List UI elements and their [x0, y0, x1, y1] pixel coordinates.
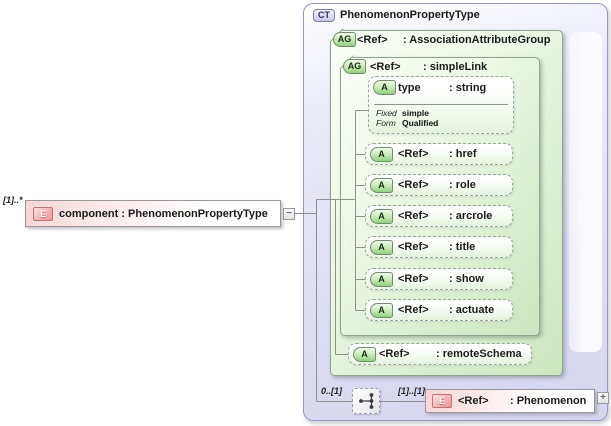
attribute-ref: <Ref>	[398, 179, 429, 191]
facet-separator	[374, 104, 508, 105]
attribute-name: : actuate	[449, 304, 495, 316]
expand-button[interactable]: +	[597, 392, 609, 404]
attribute-row-href[interactable]: A <Ref> : href	[365, 143, 513, 165]
occurrence-label: [1]..[1]	[398, 386, 425, 396]
element-box-component[interactable]: E component : PhenomenonPropertyType	[25, 200, 281, 227]
facet-value: simple	[402, 108, 429, 118]
attribute-badge: A	[370, 272, 393, 287]
attribute-name: : href	[449, 148, 477, 160]
attribute-name: : show	[449, 273, 484, 285]
attribute-ref: <Ref>	[379, 348, 410, 360]
attribute-badge: A	[370, 147, 393, 162]
attribute-row-show[interactable]: A <Ref> : show	[365, 268, 513, 290]
association-group-name: : AssociationAttributeGroup	[403, 34, 551, 46]
attribute-name: : remoteSchema	[436, 348, 522, 360]
attribute-name: : role	[449, 179, 476, 191]
attribute-name: : title	[449, 241, 476, 253]
facet-label: Form	[376, 118, 396, 128]
element-badge: E	[432, 394, 452, 408]
occurrence-label: [1]..*	[3, 195, 23, 205]
attribute-badge: A	[370, 240, 393, 255]
attribute-ref: <Ref>	[398, 273, 429, 285]
attribute-group-badge: AG	[333, 32, 356, 47]
attribute-ref: <Ref>	[398, 148, 429, 160]
element-badge: E	[33, 207, 53, 221]
complex-type-badge: CT	[313, 9, 335, 22]
facet-value: Qualified	[402, 118, 439, 128]
facet-label: Fixed	[376, 108, 397, 118]
attribute-row-title[interactable]: A <Ref> : title	[365, 236, 513, 258]
attribute-ref: <Ref>	[398, 210, 429, 222]
right-panel	[569, 32, 602, 352]
simple-link-ref: <Ref>	[370, 61, 401, 73]
collapse-button[interactable]: −	[283, 208, 295, 220]
attribute-badge: A	[370, 303, 393, 318]
attribute-type: : string	[449, 82, 487, 94]
occurrence-label: 0..[1]	[321, 386, 343, 396]
element-box-phenomenon[interactable]: E <Ref> : Phenomenon	[425, 389, 595, 413]
element-name: : Phenomenon	[510, 395, 587, 407]
attribute-name: type	[398, 82, 421, 94]
attribute-ref: <Ref>	[398, 241, 429, 253]
attribute-badge: A	[353, 347, 376, 362]
sequence-icon	[359, 393, 374, 409]
attribute-row-remoteschema[interactable]: A <Ref> : remoteSchema	[348, 343, 532, 365]
attribute-name: : arcrole	[449, 210, 493, 222]
attribute-badge: A	[370, 209, 393, 224]
association-group-ref: <Ref>	[357, 34, 388, 46]
sequence-compositor-icon[interactable]	[352, 388, 380, 414]
attribute-badge: A	[373, 80, 396, 95]
complex-type-title: PhenomenonPropertyType	[340, 9, 480, 21]
attribute-row-type[interactable]: A type : string Fixed simple Form Qualif…	[368, 76, 514, 134]
attribute-row-actuate[interactable]: A <Ref> : actuate	[365, 299, 513, 321]
element-ref: <Ref>	[458, 395, 489, 407]
attribute-row-role[interactable]: A <Ref> : role	[365, 174, 513, 196]
attribute-badge: A	[370, 178, 393, 193]
attribute-group-badge: AG	[343, 59, 366, 74]
element-label: component : PhenomenonPropertyType	[59, 208, 268, 220]
attribute-ref: <Ref>	[398, 304, 429, 316]
simple-link-name: : simpleLink	[423, 61, 488, 73]
attribute-row-arcrole[interactable]: A <Ref> : arcrole	[365, 205, 513, 227]
